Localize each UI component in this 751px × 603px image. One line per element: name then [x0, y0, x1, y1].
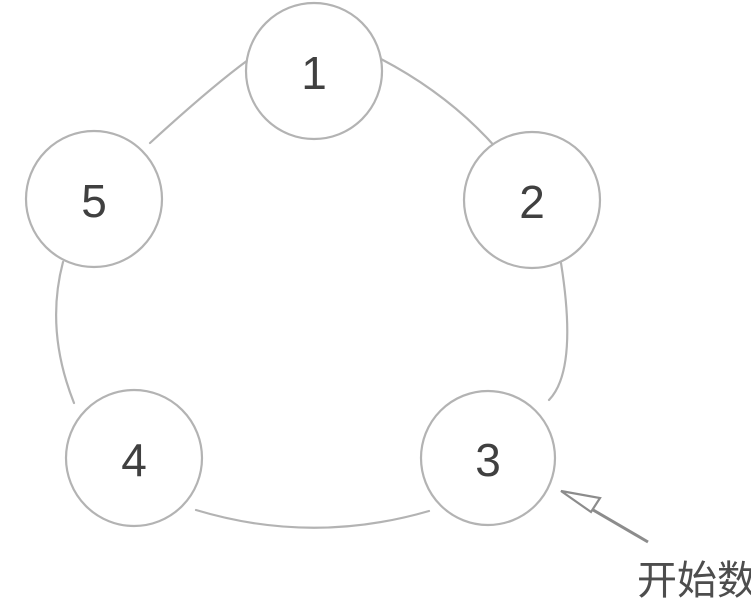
node-1-circle[interactable]	[244, 1, 384, 141]
node-2[interactable]: 2	[462, 130, 602, 270]
annotation-arrow-head-icon	[560, 489, 602, 514]
edge-2-to-3	[547, 261, 569, 402]
node-group: 1 2 3 4 5	[24, 1, 602, 528]
edge-4-to-5	[55, 260, 76, 405]
node-3-circle[interactable]	[419, 389, 557, 527]
annotation-caption: 开始数	[637, 558, 751, 603]
node-3[interactable]: 3	[419, 389, 557, 527]
node-4-circle[interactable]	[64, 388, 204, 528]
node-2-label: 2	[519, 176, 545, 228]
node-1[interactable]: 1	[244, 1, 384, 141]
node-2-circle[interactable]	[462, 130, 602, 270]
edge-group	[55, 57, 569, 529]
node-5-label: 5	[81, 175, 107, 227]
node-1-label: 1	[301, 47, 327, 99]
edge-1-to-2	[379, 57, 500, 152]
node-3-label: 3	[475, 434, 501, 486]
edge-3-to-4	[194, 508, 431, 529]
edge-5-to-1	[148, 58, 250, 145]
annotation-arrow-shaft	[587, 505, 649, 544]
node-5-circle[interactable]	[24, 129, 164, 269]
node-4[interactable]: 4	[64, 388, 204, 528]
node-4-label: 4	[121, 434, 147, 486]
node-5[interactable]: 5	[24, 129, 164, 269]
annotation-group: 开始数	[560, 489, 751, 603]
